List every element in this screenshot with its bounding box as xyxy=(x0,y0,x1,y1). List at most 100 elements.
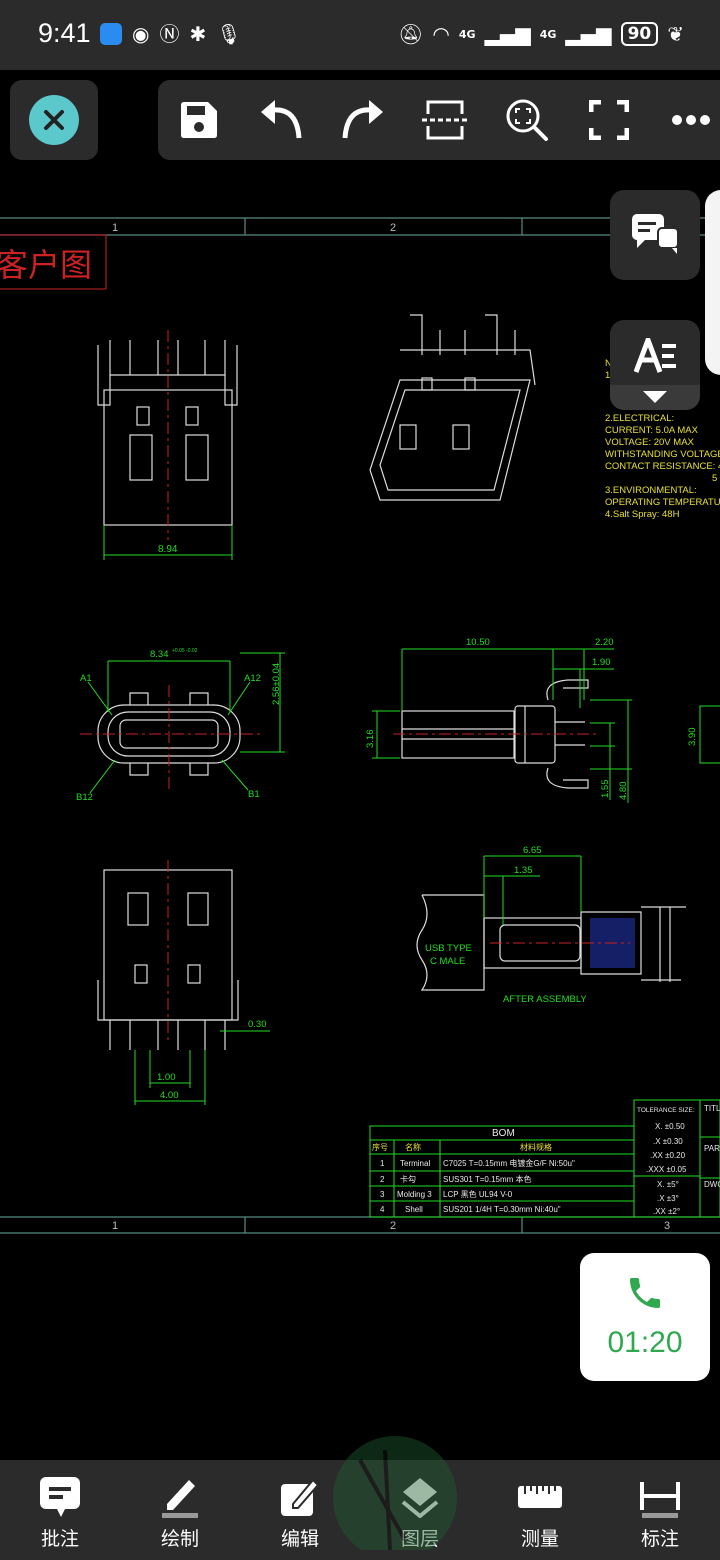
microphone-icon: 🎙︎ xyxy=(216,22,242,46)
zoom-fit-icon xyxy=(506,99,548,141)
signal-1-icon: 4G xyxy=(458,27,476,41)
dimension-label: 1.00 xyxy=(157,1072,176,1083)
note-line: 1 xyxy=(605,370,610,381)
note-line: 3.ENVIRONMENTAL: xyxy=(605,485,697,496)
text-style-button[interactable] xyxy=(610,320,700,410)
dimension-label: 6.65 xyxy=(523,845,542,856)
zone-label: 1 xyxy=(112,1220,118,1232)
text-format-icon xyxy=(634,338,676,373)
bom-cell: Molding 3 xyxy=(397,1190,432,1199)
undo-button[interactable] xyxy=(240,80,322,160)
bom-cell: 卡勾 xyxy=(400,1174,416,1184)
nav-draw[interactable]: 绘制 xyxy=(120,1460,240,1560)
dimension-label: 10.50 xyxy=(466,637,490,648)
signal-bars-icon: ▂▄▆ xyxy=(565,22,612,46)
undo-icon xyxy=(261,100,302,139)
nav-dimension[interactable]: 标注 xyxy=(600,1460,720,1560)
title-block-label: TITL xyxy=(704,1104,720,1113)
leaf-icon: ❦ xyxy=(667,22,684,46)
title-stamp-box xyxy=(0,234,107,290)
tolerance-value: .XX ±0.20 xyxy=(650,1151,686,1160)
dimension-lines xyxy=(372,648,720,803)
save-button[interactable] xyxy=(158,80,240,160)
zone-label: 1 xyxy=(112,222,118,234)
clock: 9:41 xyxy=(38,18,91,48)
bom-title: BOM xyxy=(492,1128,515,1139)
dimension-label: 4.00 xyxy=(160,1090,179,1101)
bom-cell: Shell xyxy=(405,1205,423,1214)
fullscreen-button[interactable] xyxy=(568,80,650,160)
more-button[interactable] xyxy=(650,80,720,160)
close-button[interactable] xyxy=(10,80,98,160)
dimension-label: 2.56±0.04 xyxy=(271,663,282,705)
title-stamp: 客户图 xyxy=(0,247,92,283)
fullscreen-icon xyxy=(589,100,629,140)
note-line: VOLTAGE: 20V MAX xyxy=(605,437,695,448)
nav-layers[interactable]: 图层 xyxy=(360,1460,480,1560)
signal-2-icon: 4G xyxy=(539,27,557,41)
nav-label: 标注 xyxy=(640,1528,679,1550)
dimension-icon xyxy=(640,1482,680,1518)
dimension-label: 4.80 xyxy=(618,782,629,801)
bom-cell: SUS301 T=0.15mm 本色 xyxy=(443,1174,532,1184)
bottom-navigation: 批注 绘制 编辑 图层 测量 标注 xyxy=(0,1460,720,1560)
expand-toggle[interactable] xyxy=(610,385,700,410)
redo-icon xyxy=(342,100,383,139)
bom-cell: Terminal xyxy=(400,1159,430,1168)
bell-muted-icon: 🔕︎ xyxy=(398,22,424,46)
pin-label: A1 xyxy=(80,673,92,684)
dimension-label: 1.55 xyxy=(600,780,611,799)
redo-button[interactable] xyxy=(322,80,404,160)
dimension-lines xyxy=(134,1030,270,1105)
call-widget[interactable]: 01:20 xyxy=(580,1253,710,1381)
nav-annotate[interactable]: 批注 xyxy=(0,1460,120,1560)
title-block-label: DWG xyxy=(704,1180,720,1189)
dimension-label: 3.90 xyxy=(687,728,698,747)
zone-label: 2 xyxy=(390,1220,396,1232)
top-toolbar xyxy=(158,80,720,160)
tolerance-value: .X ±0.30 xyxy=(653,1137,683,1146)
drawing-frame xyxy=(0,217,720,1234)
note-line: CONTACT RESISTANCE: 4 xyxy=(605,461,720,472)
dimension-label: 1.35 xyxy=(514,865,533,876)
comments-icon xyxy=(632,214,679,254)
pin-label: B12 xyxy=(76,792,93,803)
bom-header: 名称 xyxy=(405,1142,421,1152)
zone-label: 3 xyxy=(664,1220,670,1232)
save-icon xyxy=(181,102,217,138)
assembly-label: C MALE xyxy=(430,956,465,967)
note-line: 4.Salt Spray: 48H xyxy=(605,509,680,520)
dimension-label: 3.16 xyxy=(365,730,376,749)
assembly-label: USB TYPE xyxy=(425,943,472,954)
edit-icon xyxy=(281,1478,320,1516)
note-line: 2.ELECTRICAL: xyxy=(605,413,674,424)
pin-label: B1 xyxy=(248,789,260,800)
bom-cell: 2 xyxy=(380,1175,385,1184)
isometric-view-drawing xyxy=(369,314,536,501)
phone-icon xyxy=(630,1278,660,1308)
bom-cell: SUS201 1/4H T=0.30mm Ni:40u" xyxy=(443,1205,561,1214)
nav-label: 测量 xyxy=(520,1528,559,1550)
dimension-label: 8.94 xyxy=(158,544,178,555)
dimension-label: 1.90 xyxy=(592,657,611,668)
note-line: N xyxy=(605,358,612,369)
pencil-icon xyxy=(162,1480,198,1518)
nav-measure[interactable]: 测量 xyxy=(480,1460,600,1560)
zoom-fit-button[interactable] xyxy=(486,80,568,160)
ruler-icon xyxy=(518,1486,562,1508)
status-bar: 9:41 ◉ Ⓝ ✱ 🎙︎ 🔕︎ ◠ 4G▂▄▆ 4G▂▄▆ 90 ❦ xyxy=(0,0,720,70)
tolerance-value: .X ±3° xyxy=(657,1194,679,1203)
nav-edit[interactable]: 编辑 xyxy=(240,1460,360,1560)
close-icon xyxy=(29,95,79,145)
nav-label: 绘制 xyxy=(160,1528,199,1550)
bom-header: 序号 xyxy=(372,1142,388,1152)
bom-cell: 3 xyxy=(380,1190,385,1199)
layers-icon xyxy=(401,1478,439,1518)
tolerance-value: .XX ±2° xyxy=(653,1207,680,1216)
tolerance-value: X. ±5° xyxy=(657,1180,679,1189)
nfc-icon: Ⓝ xyxy=(159,22,180,46)
comments-button[interactable] xyxy=(610,190,700,280)
cad-drawing-canvas[interactable]: 1 2 1 2 3 客户图 8.94 N 1 2.ELECTRICAL: CUR… xyxy=(0,70,720,1460)
side-panel-handle[interactable] xyxy=(705,190,720,375)
split-view-button[interactable] xyxy=(404,80,486,160)
